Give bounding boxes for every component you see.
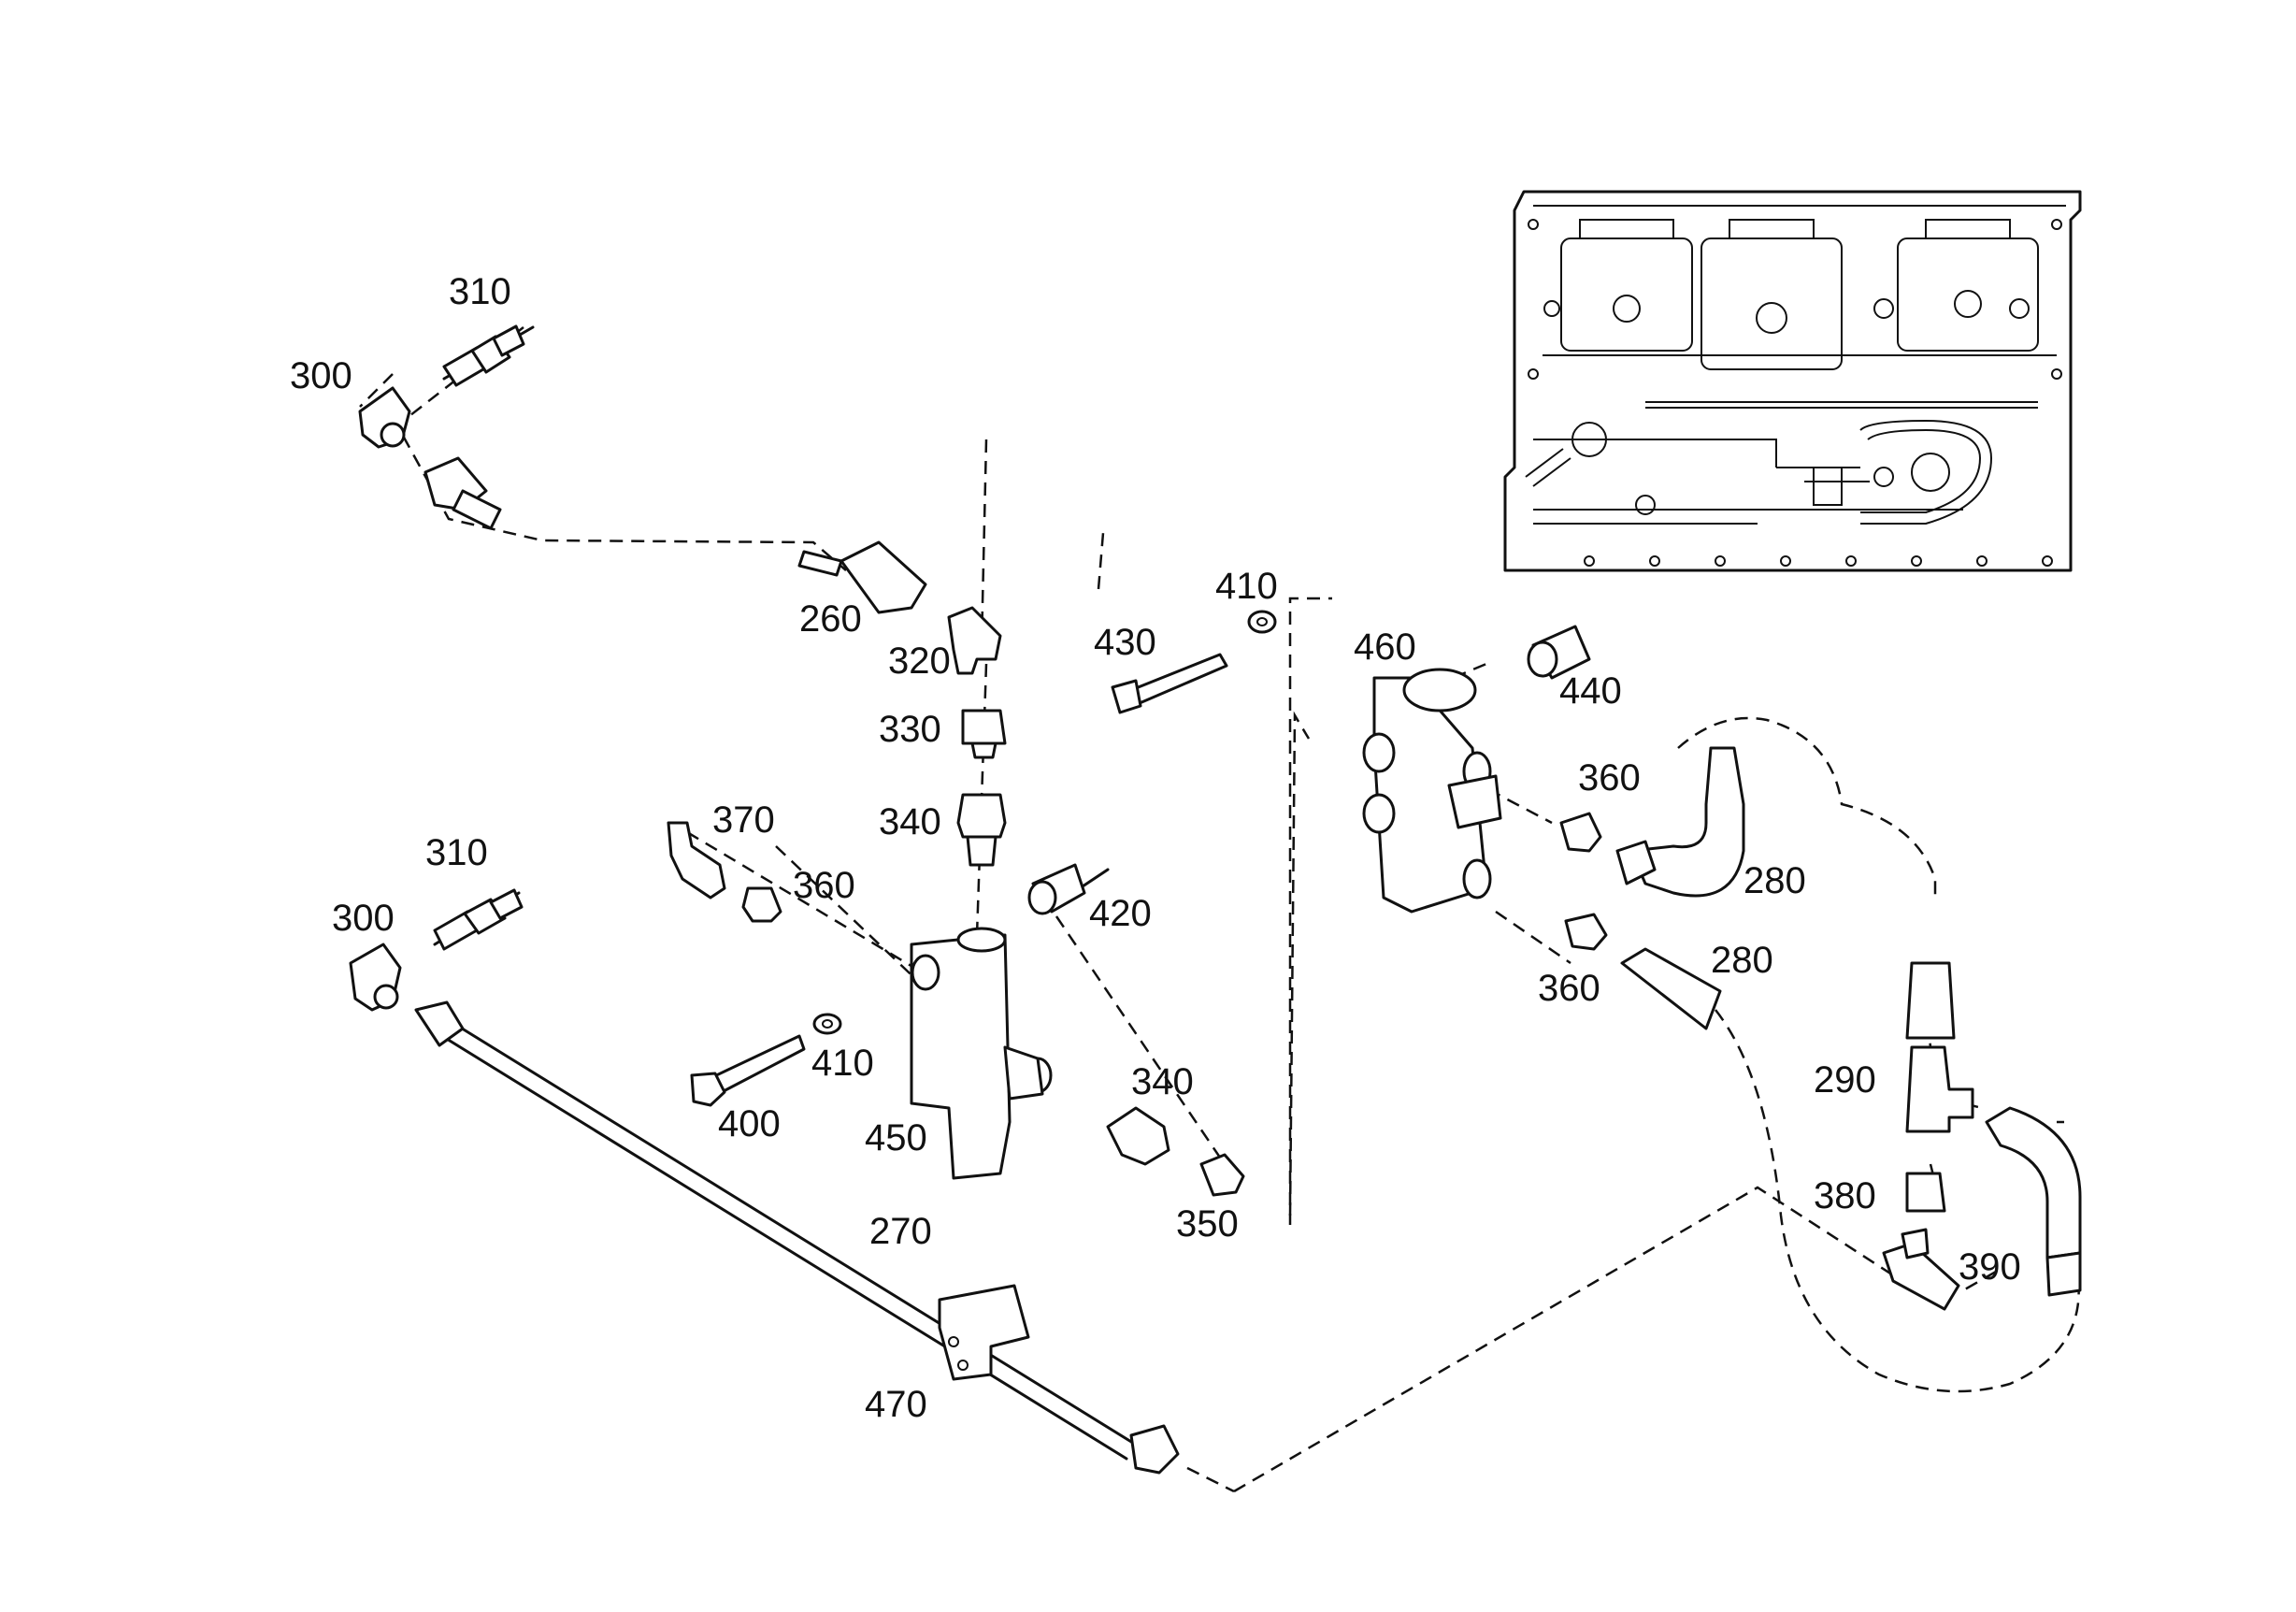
part-380-nut [1905, 1172, 1946, 1213]
part-450-valve-body [910, 927, 1053, 1180]
part-tee-fitting-lower-right [1882, 1228, 1960, 1311]
callout-labels: 310 300 260 320 330 340 370 360 420 310 … [290, 271, 2021, 1425]
callout-390: 390 [1959, 1246, 2021, 1288]
part-340-upper-union [956, 793, 1007, 867]
part-310-upper-nipple [442, 324, 535, 387]
part-410-washer-upper [1247, 610, 1277, 634]
callout-410-lower: 410 [811, 1043, 874, 1084]
part-350-fitting [1199, 1153, 1245, 1197]
callout-400: 400 [718, 1103, 781, 1144]
part-360-small-fitting-left [741, 886, 782, 923]
part-430-bolt [1111, 653, 1228, 714]
part-360-small-fitting-upper-right [1559, 812, 1602, 853]
callout-360-lower-right: 360 [1538, 968, 1600, 1009]
part-390-bent-hose [1985, 1106, 2082, 1297]
part-290-tee [1905, 961, 1974, 1133]
callout-440: 440 [1559, 670, 1622, 712]
callout-330: 330 [879, 709, 941, 750]
part-460-valve-body [1362, 668, 1502, 914]
part-360-small-fitting-lower-right [1564, 913, 1608, 951]
callout-310-lower: 310 [425, 832, 488, 873]
callout-410-upper: 410 [1215, 566, 1278, 607]
part-310-lower-nipple [433, 888, 524, 951]
callout-290: 290 [1814, 1059, 1876, 1101]
part-330-nut [961, 709, 1007, 759]
part-280-upper-hose [1615, 746, 1745, 898]
part-470-clamp-block [938, 1284, 1030, 1381]
callout-280-lower: 280 [1711, 940, 1773, 981]
part-300-lower-elbow [349, 943, 402, 1012]
callout-360-upper-right: 360 [1578, 757, 1641, 799]
part-260-hose-fitting [423, 456, 927, 614]
callout-260: 260 [799, 598, 862, 640]
callout-450: 450 [865, 1117, 927, 1159]
part-420-sleeve [1027, 863, 1110, 915]
part-270-pipe [414, 1000, 1180, 1475]
callout-420: 420 [1089, 893, 1152, 934]
part-440-sleeve [1527, 625, 1591, 680]
callout-430: 430 [1094, 622, 1156, 663]
callout-470: 470 [865, 1384, 927, 1425]
callout-340-lower: 340 [1131, 1061, 1194, 1102]
callout-300-upper: 300 [290, 355, 352, 396]
part-340-lower-union [1106, 1106, 1170, 1166]
callout-380: 380 [1814, 1175, 1876, 1216]
callout-460: 460 [1354, 626, 1416, 668]
assembly-centerlines [359, 326, 2080, 1493]
callout-360-left: 360 [793, 865, 855, 906]
callout-320: 320 [888, 640, 951, 682]
part-300-upper-elbow [358, 386, 411, 449]
callout-270: 270 [869, 1211, 932, 1252]
callout-370: 370 [712, 799, 775, 841]
callout-350: 350 [1176, 1203, 1239, 1245]
callout-300-lower: 300 [332, 898, 395, 939]
part-400-bolt [690, 1034, 806, 1107]
part-410-washer-lower [812, 1013, 842, 1035]
part-370-elbow [667, 821, 726, 900]
callout-280-upper: 280 [1744, 860, 1806, 901]
part-320-elbow [947, 606, 1002, 675]
part-280-lower-hose [1620, 947, 1722, 1030]
callout-340-upper: 340 [879, 801, 941, 842]
overview-inset-drawing [1503, 190, 2082, 572]
callout-310-upper: 310 [449, 271, 511, 312]
